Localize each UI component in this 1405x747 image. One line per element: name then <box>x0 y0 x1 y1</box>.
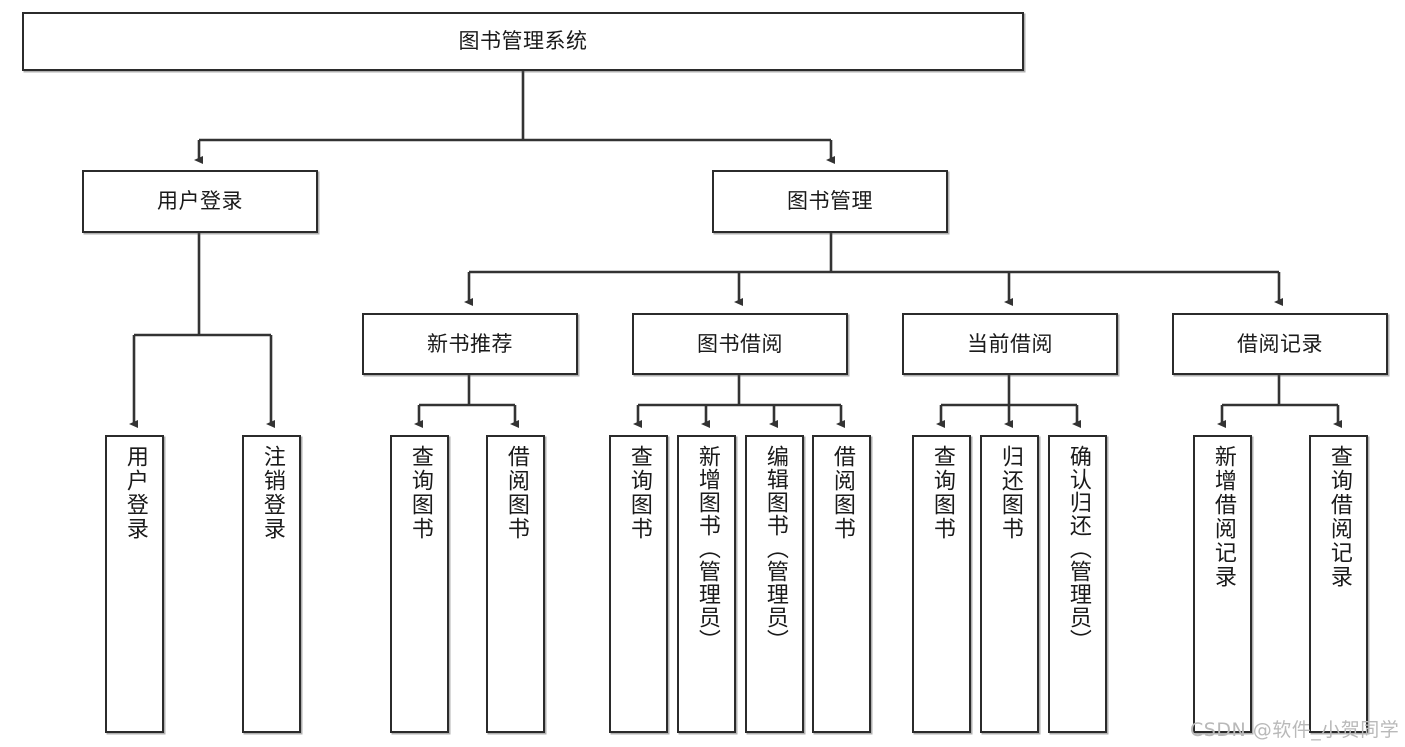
leaf-borrow-record-query[interactable]: 查询借阅记录 <box>1309 435 1368 733</box>
node-book-management[interactable]: 图书管理 <box>712 170 948 233</box>
node-borrow-record[interactable]: 借阅记录 <box>1172 313 1388 375</box>
leaf-new-book-borrow[interactable]: 借阅图书 <box>486 435 545 733</box>
leaf-current-borrow-confirm[interactable]: 确认归还（管理员） <box>1048 435 1107 733</box>
node-book-borrow-label: 图书借阅 <box>697 331 783 356</box>
leaf-new-book-query-label: 查询图书 <box>407 445 433 541</box>
leaf-new-book-query[interactable]: 查询图书 <box>390 435 449 733</box>
node-book-borrow[interactable]: 图书借阅 <box>632 313 848 375</box>
node-user-login[interactable]: 用户登录 <box>82 170 318 233</box>
node-book-management-label: 图书管理 <box>787 189 873 214</box>
leaf-user-login-login[interactable]: 用户登录 <box>105 435 164 733</box>
leaf-current-borrow-query-label: 查询图书 <box>929 445 955 541</box>
leaf-borrow-record-query-label: 查询借阅记录 <box>1326 445 1352 589</box>
leaf-book-borrow-edit[interactable]: 编辑图书（管理员） <box>745 435 804 733</box>
node-current-borrow-label: 当前借阅 <box>967 331 1053 356</box>
leaf-user-login-logout[interactable]: 注销登录 <box>242 435 301 733</box>
leaf-borrow-record-add-label: 新增借阅记录 <box>1210 445 1236 589</box>
node-current-borrow[interactable]: 当前借阅 <box>902 313 1118 375</box>
leaf-book-borrow-query[interactable]: 查询图书 <box>609 435 668 733</box>
leaf-book-borrow-add[interactable]: 新增图书（管理员） <box>677 435 736 733</box>
leaf-user-login-logout-label: 注销登录 <box>259 445 285 541</box>
leaf-book-borrow-edit-label: 编辑图书（管理员） <box>762 445 788 652</box>
leaf-current-borrow-return[interactable]: 归还图书 <box>980 435 1039 733</box>
node-new-book-recommend[interactable]: 新书推荐 <box>362 313 578 375</box>
csdn-watermark: CSDN @软件_小贺同学 <box>1190 719 1400 741</box>
leaf-current-borrow-confirm-label: 确认归还（管理员） <box>1065 445 1091 652</box>
node-new-book-recommend-label: 新书推荐 <box>427 331 513 356</box>
node-root[interactable]: 图书管理系统 <box>22 12 1024 71</box>
node-root-label: 图书管理系统 <box>458 29 588 54</box>
leaf-book-borrow-borrow[interactable]: 借阅图书 <box>812 435 871 733</box>
leaf-user-login-login-label: 用户登录 <box>122 445 148 541</box>
node-borrow-record-label: 借阅记录 <box>1237 331 1323 356</box>
node-user-login-label: 用户登录 <box>157 189 243 214</box>
leaf-current-borrow-query[interactable]: 查询图书 <box>912 435 971 733</box>
leaf-borrow-record-add[interactable]: 新增借阅记录 <box>1193 435 1252 733</box>
leaf-book-borrow-add-label: 新增图书（管理员） <box>694 445 720 652</box>
leaf-new-book-borrow-label: 借阅图书 <box>503 445 529 541</box>
leaf-current-borrow-return-label: 归还图书 <box>997 445 1023 541</box>
leaf-book-borrow-borrow-label: 借阅图书 <box>829 445 855 541</box>
leaf-book-borrow-query-label: 查询图书 <box>626 445 652 541</box>
